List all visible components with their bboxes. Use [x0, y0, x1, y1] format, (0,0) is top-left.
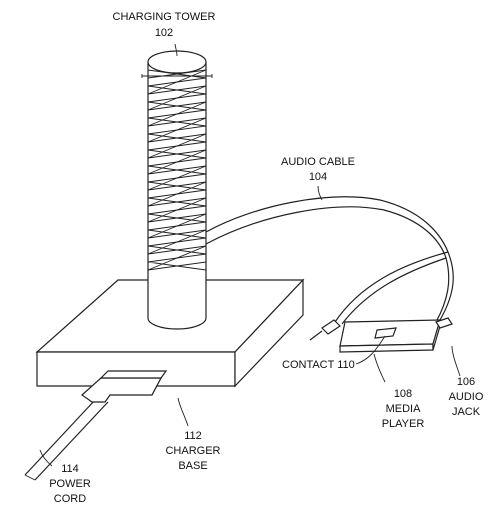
player-label-line1: MEDIA [386, 403, 422, 415]
player-number: 108 [394, 388, 412, 400]
headphone-plug [309, 319, 341, 341]
charging-tower [141, 50, 213, 330]
cord-label-line1: POWER [49, 478, 91, 490]
tower-number: 102 [155, 27, 173, 39]
base-number: 112 [184, 430, 202, 442]
player-label-line2: PLAYER [382, 418, 425, 430]
power-cord [24, 370, 168, 481]
contact-label: CONTACT 110 [282, 359, 355, 371]
audio-cable [205, 196, 454, 325]
jack-label-line1: AUDIO [449, 391, 484, 403]
labels: CHARGING TOWER 102 AUDIO CABLE 104 CONTA… [49, 11, 484, 505]
cable-label: AUDIO CABLE [281, 156, 355, 168]
cord-label-line2: CORD [54, 493, 86, 505]
base-label-line1: CHARGER [165, 445, 220, 457]
jack-label-line2: JACK [452, 406, 481, 418]
jack-number: 106 [457, 376, 475, 388]
audio-jack [435, 317, 453, 329]
cable-number: 104 [309, 171, 327, 183]
base-label-line2: BASE [178, 460, 207, 472]
media-player [339, 319, 441, 353]
tower-label: CHARGING TOWER [113, 11, 216, 23]
leader-lines [39, 43, 461, 467]
cord-number: 114 [61, 463, 79, 475]
